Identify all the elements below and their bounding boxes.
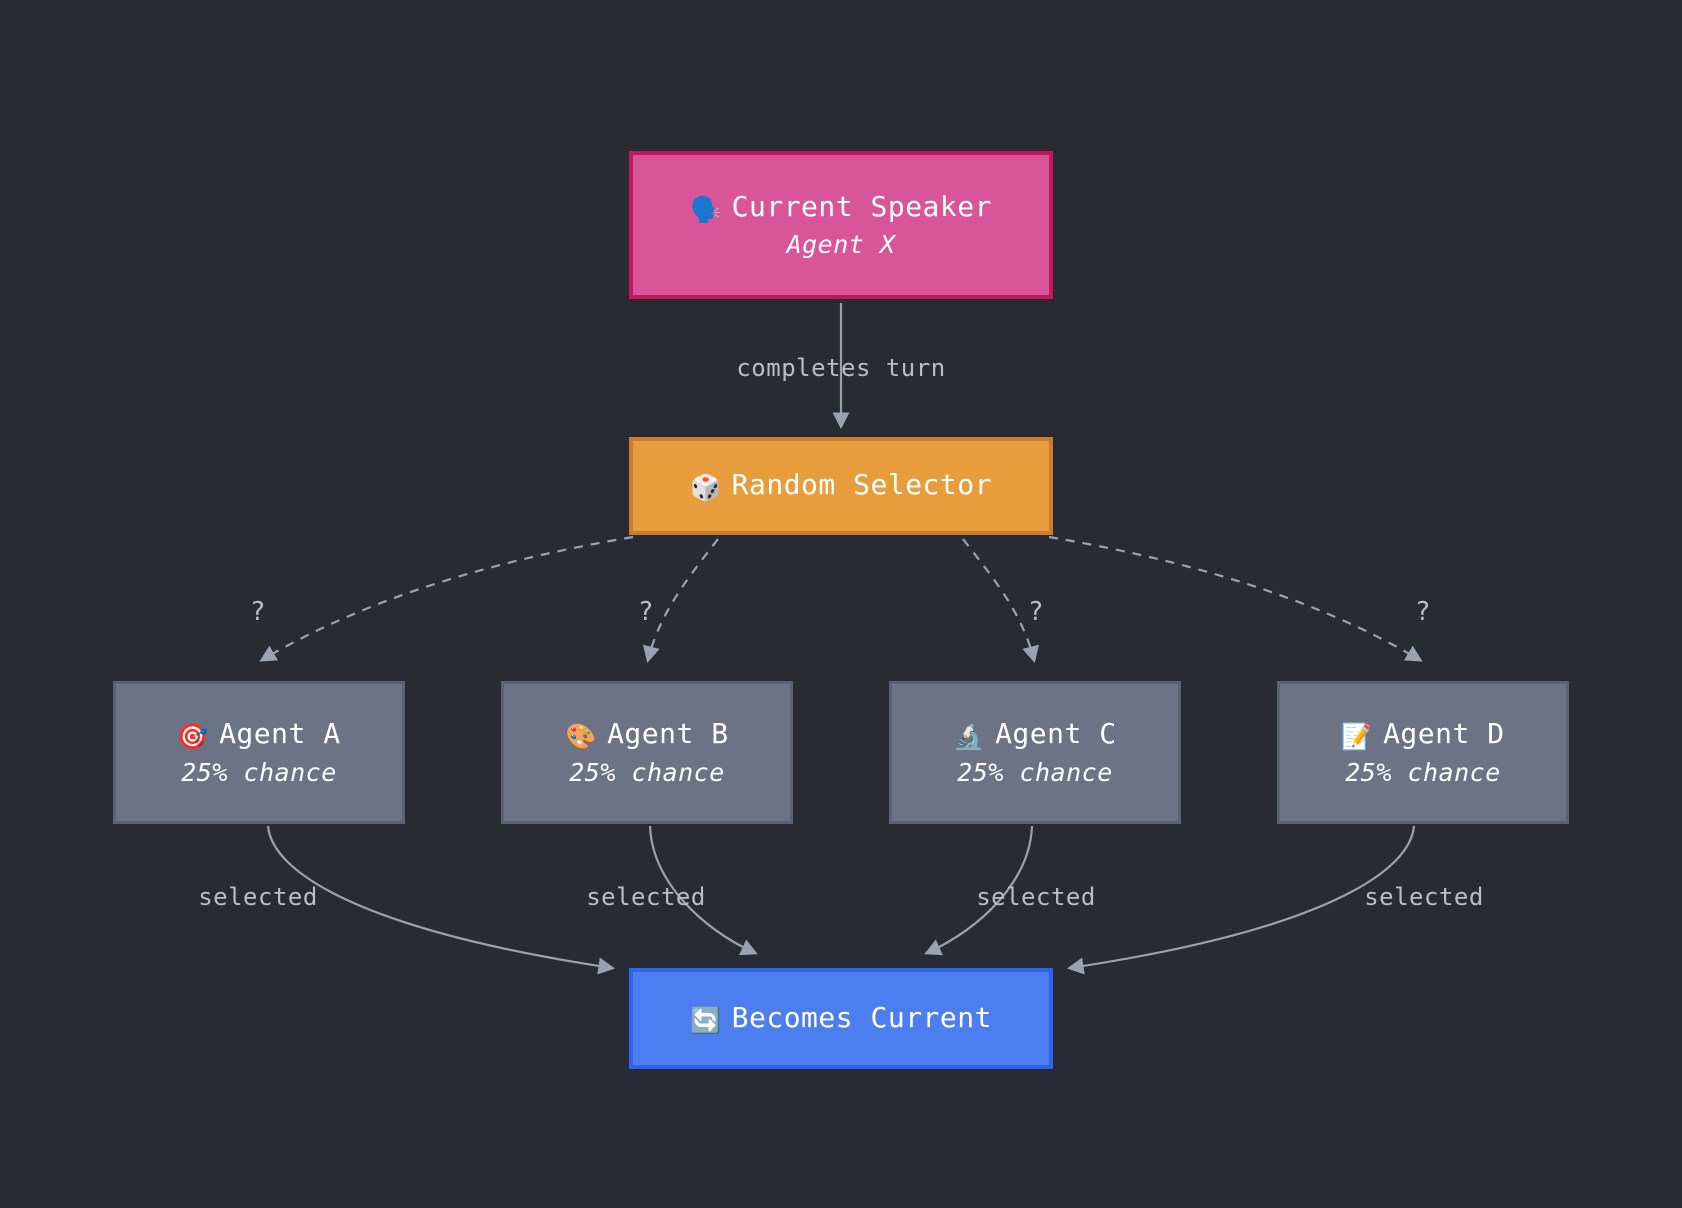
edge-selector-to-agent-b bbox=[642, 538, 719, 663]
node-title: 🎯Agent A bbox=[177, 717, 341, 751]
node-becomes-current[interactable]: 🔄Becomes Current bbox=[629, 968, 1053, 1069]
node-title: 🔬Agent C bbox=[953, 717, 1117, 751]
edge-label-completes-turn: completes turn bbox=[736, 354, 946, 382]
edge-agent-d-to-result bbox=[1066, 825, 1416, 975]
dart-icon: 🎯 bbox=[177, 722, 210, 751]
node-title: 🗣️Current Speaker bbox=[689, 189, 992, 224]
node-title: 📝Agent D bbox=[1341, 717, 1505, 751]
node-subtitle: 25% chance bbox=[957, 757, 1113, 787]
edge-label-agent-b-selected: selected bbox=[586, 883, 706, 911]
node-title: 🎲Random Selector bbox=[689, 468, 992, 503]
counterclockwise-arrows-icon: 🔄 bbox=[689, 1005, 722, 1035]
node-subtitle: Agent X bbox=[786, 230, 896, 259]
edge-selector-to-agent-a bbox=[259, 535, 634, 662]
game-die-icon: 🎲 bbox=[689, 473, 722, 503]
node-agent-a[interactable]: 🎯Agent A 25% chance bbox=[113, 681, 405, 824]
edge-label-selector-agent-b: ? bbox=[637, 597, 655, 627]
edge-selector-to-agent-d bbox=[1048, 535, 1423, 662]
microscope-icon: 🔬 bbox=[953, 722, 986, 751]
edge-selector-to-agent-c bbox=[962, 538, 1040, 663]
edge-label-agent-a-selected: selected bbox=[198, 883, 318, 911]
edge-label-agent-c-selected: selected bbox=[976, 883, 1096, 911]
memo-icon: 📝 bbox=[1341, 722, 1374, 751]
node-subtitle: 25% chance bbox=[1345, 757, 1501, 787]
artist-palette-icon: 🎨 bbox=[565, 722, 598, 751]
node-current-speaker[interactable]: 🗣️Current Speaker Agent X bbox=[629, 151, 1053, 299]
edge-label-selector-agent-d: ? bbox=[1414, 597, 1432, 627]
edge-agent-a-to-result bbox=[266, 825, 616, 975]
node-title: 🎨Agent B bbox=[565, 717, 729, 751]
node-title: 🔄Becomes Current bbox=[689, 1000, 992, 1035]
edge-label-selector-agent-a: ? bbox=[249, 597, 267, 627]
speaking-head-icon: 🗣️ bbox=[689, 194, 722, 224]
node-subtitle: 25% chance bbox=[569, 757, 725, 787]
node-agent-c[interactable]: 🔬Agent C 25% chance bbox=[889, 681, 1181, 824]
edge-label-selector-agent-c: ? bbox=[1027, 597, 1045, 627]
edge-label-agent-d-selected: selected bbox=[1364, 883, 1484, 911]
edge-agent-c-to-result bbox=[924, 825, 1034, 956]
edge-agent-b-to-result bbox=[648, 825, 758, 956]
node-subtitle: 25% chance bbox=[181, 757, 337, 787]
node-random-selector[interactable]: 🎲Random Selector bbox=[629, 437, 1053, 535]
node-agent-b[interactable]: 🎨Agent B 25% chance bbox=[501, 681, 793, 824]
node-agent-d[interactable]: 📝Agent D 25% chance bbox=[1277, 681, 1569, 824]
